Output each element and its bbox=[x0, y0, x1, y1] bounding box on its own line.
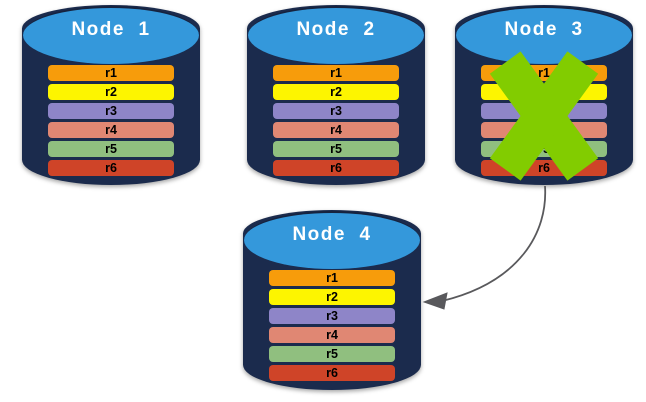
record-row[interactable]: r1 bbox=[48, 65, 174, 81]
record-row[interactable]: r4 bbox=[273, 122, 399, 138]
cylinder-top-ellipse bbox=[23, 6, 199, 64]
record-row[interactable]: r3 bbox=[48, 103, 174, 119]
record-row[interactable]: r3 bbox=[273, 103, 399, 119]
record-row[interactable]: r5 bbox=[48, 141, 174, 157]
record-row[interactable]: r6 bbox=[481, 160, 607, 176]
cylinder-top-ellipse bbox=[248, 6, 424, 64]
record-row[interactable]: r1 bbox=[481, 65, 607, 81]
record-row[interactable]: r2 bbox=[273, 84, 399, 100]
record-row[interactable]: r3 bbox=[481, 103, 607, 119]
cylinder-top-ellipse bbox=[244, 211, 420, 269]
cylinder-top-ellipse bbox=[456, 6, 632, 64]
record-list: r1 r2 r3 r4 r5 r6 bbox=[247, 5, 425, 185]
arrow-head bbox=[422, 292, 448, 310]
record-list: r1 r2 r3 r4 r5 r6 bbox=[243, 210, 421, 390]
node-title: Node 1 bbox=[71, 19, 151, 40]
record-row[interactable]: r3 bbox=[269, 308, 395, 324]
record-row[interactable]: r2 bbox=[481, 84, 607, 100]
node-2[interactable]: Node 2 r1 r2 r3 r4 r5 r6 bbox=[247, 5, 425, 185]
record-row[interactable]: r2 bbox=[48, 84, 174, 100]
record-row[interactable]: r1 bbox=[273, 65, 399, 81]
record-row[interactable]: r4 bbox=[481, 122, 607, 138]
node-3[interactable]: Node 3 r1 r2 r3 r4 r5 r6 bbox=[455, 5, 633, 185]
node-title: Node 4 bbox=[292, 224, 372, 245]
record-row[interactable]: r6 bbox=[48, 160, 174, 176]
record-list: r1 r2 r3 r4 r5 r6 bbox=[22, 5, 200, 185]
record-row[interactable]: r5 bbox=[481, 141, 607, 157]
node-title: Node 3 bbox=[504, 19, 584, 40]
record-row[interactable]: r1 bbox=[269, 270, 395, 286]
record-row[interactable]: r5 bbox=[269, 346, 395, 362]
node-4[interactable]: Node 4 r1 r2 r3 r4 r5 r6 bbox=[243, 210, 421, 390]
node-title: Node 2 bbox=[296, 19, 376, 40]
record-row[interactable]: r5 bbox=[273, 141, 399, 157]
record-row[interactable]: r6 bbox=[273, 160, 399, 176]
record-row[interactable]: r4 bbox=[48, 122, 174, 138]
record-row[interactable]: r2 bbox=[269, 289, 395, 305]
record-row[interactable]: r4 bbox=[269, 327, 395, 343]
node-1[interactable]: Node 1 r1 r2 r3 r4 r5 r6 bbox=[22, 5, 200, 185]
record-row[interactable]: r6 bbox=[269, 365, 395, 381]
arrow-path bbox=[441, 185, 547, 302]
